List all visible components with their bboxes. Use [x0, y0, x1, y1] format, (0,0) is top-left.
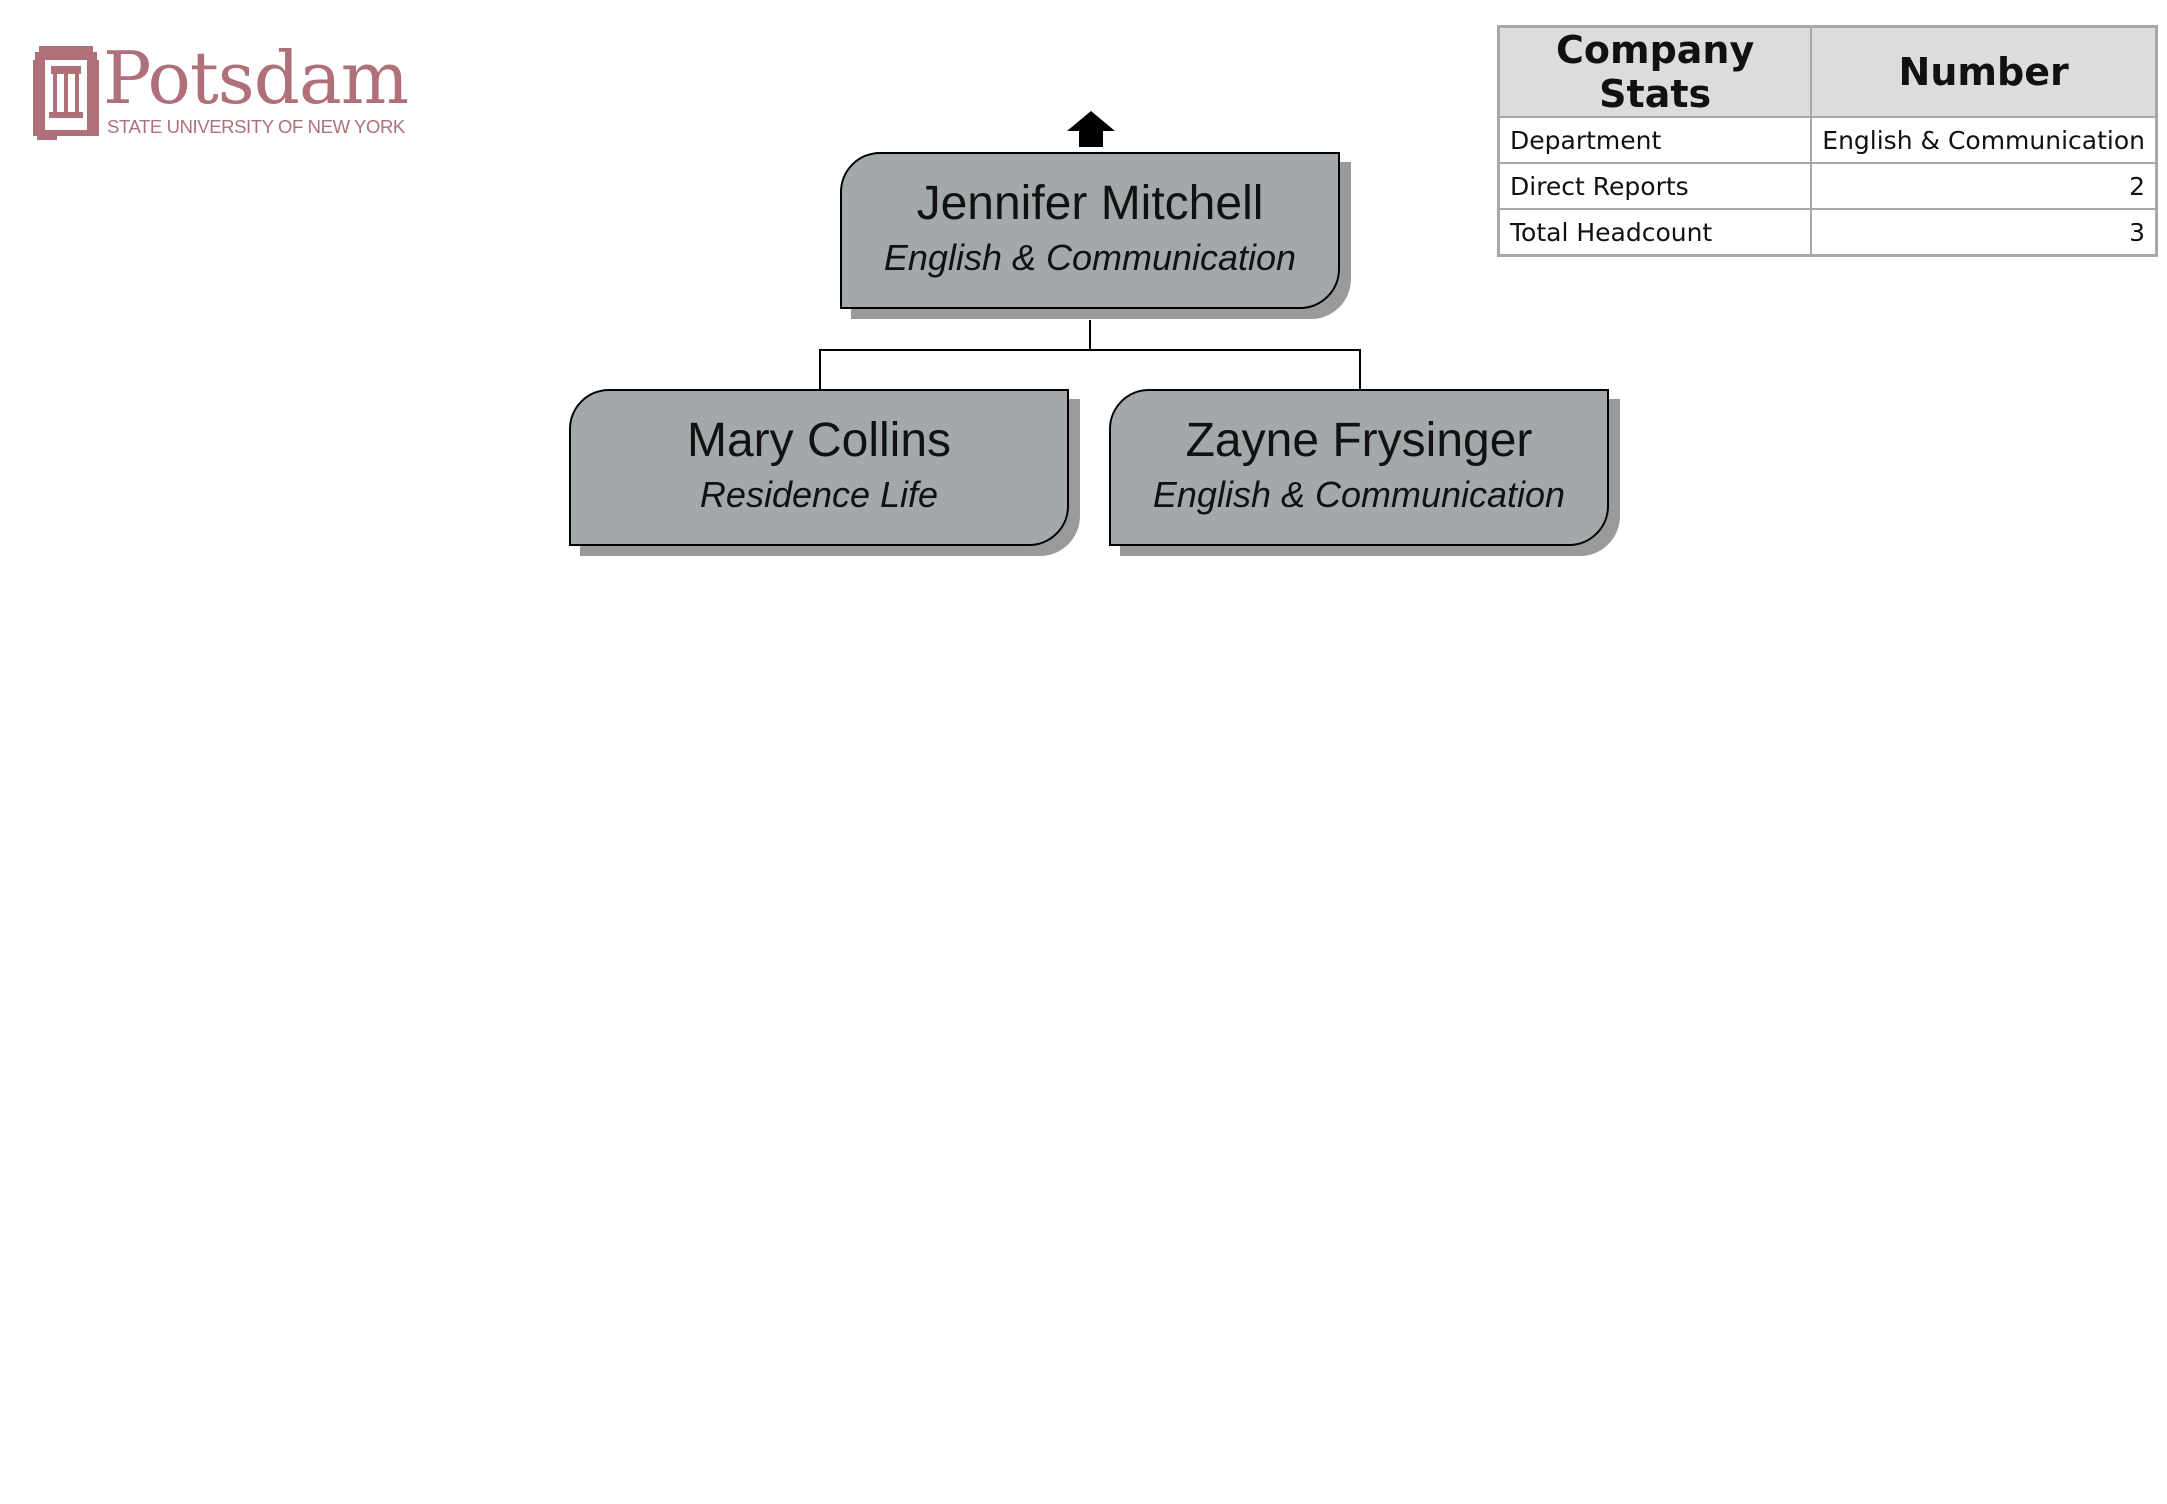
connector-horizontal: [819, 349, 1361, 351]
node-name: Mary Collins: [686, 414, 952, 467]
node-name: Jennifer Mitchell: [916, 177, 1264, 230]
logo-tagline: STATE UNIVERSITY OF NEW YORK: [107, 116, 405, 137]
connector-root-down: [1089, 320, 1091, 351]
table-row: Department English & Communication: [1497, 116, 2158, 164]
stats-label: Department: [1497, 116, 1813, 164]
org-node-report-1[interactable]: Mary Collins Residence Life: [569, 389, 1069, 546]
stats-value: English & Communication: [1810, 116, 2158, 164]
stats-value: 3: [1810, 208, 2158, 257]
stats-header-label: Company Stats: [1497, 25, 1813, 118]
stats-header-number: Number: [1810, 25, 2158, 118]
logo-wordmark: Potsdam: [103, 36, 409, 120]
node-department: English & Communication: [883, 237, 1297, 278]
connector-left-down: [819, 349, 821, 390]
stats-label: Total Headcount: [1497, 208, 1813, 257]
table-row: Direct Reports 2: [1497, 162, 2158, 210]
table-row: Total Headcount 3: [1497, 208, 2158, 257]
node-department: English & Communication: [1152, 474, 1566, 515]
connector-right-down: [1359, 349, 1361, 390]
potsdam-logo: Potsdam STATE UNIVERSITY OF NEW YORK: [33, 36, 409, 140]
stats-value: 2: [1810, 162, 2158, 210]
node-name: Zayne Frysinger: [1185, 414, 1533, 467]
stats-header-row: Company Stats Number: [1497, 25, 2158, 118]
org-node-report-2[interactable]: Zayne Frysinger English & Communication: [1109, 389, 1609, 546]
columned-building-icon: [33, 46, 99, 140]
stats-label: Direct Reports: [1497, 162, 1813, 210]
up-arrow-icon[interactable]: [1065, 109, 1117, 149]
node-department: Residence Life: [699, 474, 939, 515]
org-node-root[interactable]: Jennifer Mitchell English & Communicatio…: [840, 152, 1340, 309]
company-stats-table: Company Stats Number Department English …: [1497, 25, 2158, 257]
